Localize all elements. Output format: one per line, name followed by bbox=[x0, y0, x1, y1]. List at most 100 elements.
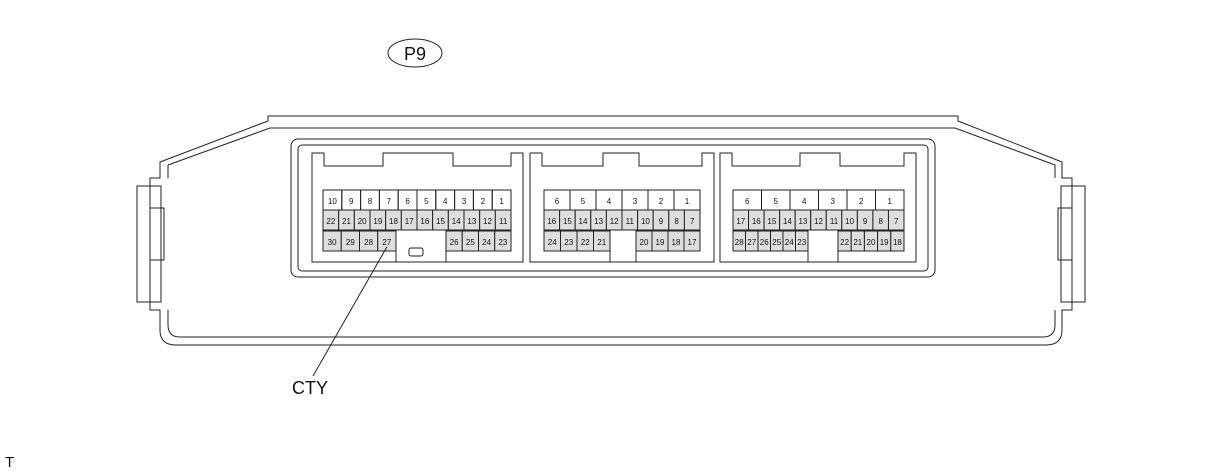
pin-number: 19 bbox=[880, 238, 889, 247]
pin-2-4: 4 bbox=[595, 189, 623, 211]
pin-1-11: 11 bbox=[494, 209, 512, 231]
pin-shade bbox=[764, 210, 780, 230]
pin-number: 29 bbox=[346, 238, 355, 247]
pin-2-11: 11 bbox=[621, 209, 639, 231]
pin-3-18: 18 bbox=[890, 230, 905, 252]
pin-1-5: 5 bbox=[416, 189, 437, 211]
pin-shade bbox=[593, 231, 610, 251]
pin-shade bbox=[590, 210, 607, 230]
pin-number: 9 bbox=[349, 197, 354, 206]
pin-number: 13 bbox=[799, 217, 808, 226]
pin-3-28: 28 bbox=[732, 230, 746, 252]
pin-number: 22 bbox=[840, 238, 849, 247]
pin-number: 12 bbox=[483, 217, 492, 226]
pin-shade bbox=[877, 231, 891, 251]
pin-1-17: 17 bbox=[400, 209, 418, 231]
pin-number: 8 bbox=[368, 197, 373, 206]
pin-number: 24 bbox=[482, 238, 491, 247]
pin-2-8: 8 bbox=[668, 209, 685, 231]
pin-number: 5 bbox=[581, 197, 586, 206]
pin-shade bbox=[354, 210, 370, 230]
pin-1-21: 21 bbox=[338, 209, 355, 231]
pin-number: 13 bbox=[594, 217, 603, 226]
pin-1-24: 24 bbox=[478, 230, 496, 252]
pin-shade bbox=[652, 231, 668, 251]
pin-number: 2 bbox=[481, 197, 486, 206]
pin-2-2: 2 bbox=[647, 189, 675, 211]
pin-number: 8 bbox=[674, 217, 679, 226]
pin-shade bbox=[359, 231, 378, 251]
pin-number: 5 bbox=[774, 197, 779, 206]
connector-id-badge: P9 bbox=[387, 38, 443, 68]
pin-3-19: 19 bbox=[877, 230, 892, 252]
pin-shade bbox=[684, 231, 700, 251]
pin-shade bbox=[494, 231, 511, 251]
pin-shade bbox=[462, 231, 479, 251]
pin-cell bbox=[887, 209, 905, 231]
pin-number: 6 bbox=[405, 197, 410, 206]
pin-3-25: 25 bbox=[770, 230, 784, 252]
pin-number: 10 bbox=[641, 217, 650, 226]
pin-number: 7 bbox=[387, 197, 392, 206]
pin-1-3: 3 bbox=[454, 189, 474, 211]
pin-number: 3 bbox=[633, 197, 638, 206]
pin-2-12: 12 bbox=[605, 209, 623, 231]
pin-3-8: 8 bbox=[872, 209, 889, 231]
pin-number: 3 bbox=[462, 197, 467, 206]
pin-shade bbox=[370, 210, 386, 230]
pin-3-15: 15 bbox=[763, 209, 781, 231]
pin-number: 22 bbox=[581, 238, 590, 247]
pin-shade bbox=[478, 231, 495, 251]
pin-2-20: 20 bbox=[635, 230, 653, 252]
connector-body bbox=[719, 152, 917, 263]
pin-number: 27 bbox=[382, 238, 391, 247]
pin-shade bbox=[653, 210, 669, 230]
pin-number: 16 bbox=[547, 217, 556, 226]
pin-2-9: 9 bbox=[652, 209, 670, 231]
ecu-housing bbox=[136, 115, 1086, 346]
pin-number: 4 bbox=[443, 197, 448, 206]
pin-shade bbox=[745, 231, 758, 251]
pin-shade bbox=[544, 210, 560, 230]
pin-shade bbox=[401, 210, 417, 230]
pin-shade bbox=[577, 231, 594, 251]
latch-slot bbox=[408, 247, 424, 257]
pin-shade bbox=[432, 210, 449, 230]
pin-shade bbox=[770, 231, 783, 251]
pin-1-22: 22 bbox=[322, 209, 340, 231]
pin-3-23: 23 bbox=[795, 230, 809, 252]
connector-id-text: P9 bbox=[404, 44, 426, 64]
pin-number: 26 bbox=[450, 238, 459, 247]
pin-number: 21 bbox=[342, 217, 351, 226]
pin-3-16: 16 bbox=[748, 209, 765, 231]
pin-1-7: 7 bbox=[378, 189, 399, 211]
pin-number: 20 bbox=[358, 217, 367, 226]
pin-number: 27 bbox=[747, 238, 756, 247]
pin-number: 11 bbox=[626, 217, 635, 226]
pin-number: 18 bbox=[389, 217, 398, 226]
pin-2-1: 1 bbox=[673, 189, 701, 211]
pin-1-28: 28 bbox=[359, 230, 379, 252]
pin-2-7: 7 bbox=[683, 209, 701, 231]
pin-shade bbox=[795, 231, 808, 251]
pin-1-16: 16 bbox=[416, 209, 434, 231]
pin-shade bbox=[872, 210, 889, 230]
pin-label-cty: CTY bbox=[292, 378, 328, 398]
pin-shade bbox=[606, 210, 622, 230]
pin-1-20: 20 bbox=[353, 209, 371, 231]
pin-shade bbox=[341, 231, 360, 251]
pin-shade bbox=[560, 231, 577, 251]
pin-3-26: 26 bbox=[757, 230, 771, 252]
pin-1-26: 26 bbox=[445, 230, 463, 252]
pin-number: 4 bbox=[607, 197, 612, 206]
pin-number: 13 bbox=[467, 217, 476, 226]
pin-1-23: 23 bbox=[494, 230, 512, 252]
pin-3-6: 6 bbox=[732, 189, 762, 211]
pin-3-22: 22 bbox=[837, 230, 852, 252]
pin-1-15: 15 bbox=[432, 209, 449, 231]
pin-shade bbox=[559, 210, 576, 230]
callout-line bbox=[312, 246, 388, 377]
pin-number: 12 bbox=[814, 217, 823, 226]
